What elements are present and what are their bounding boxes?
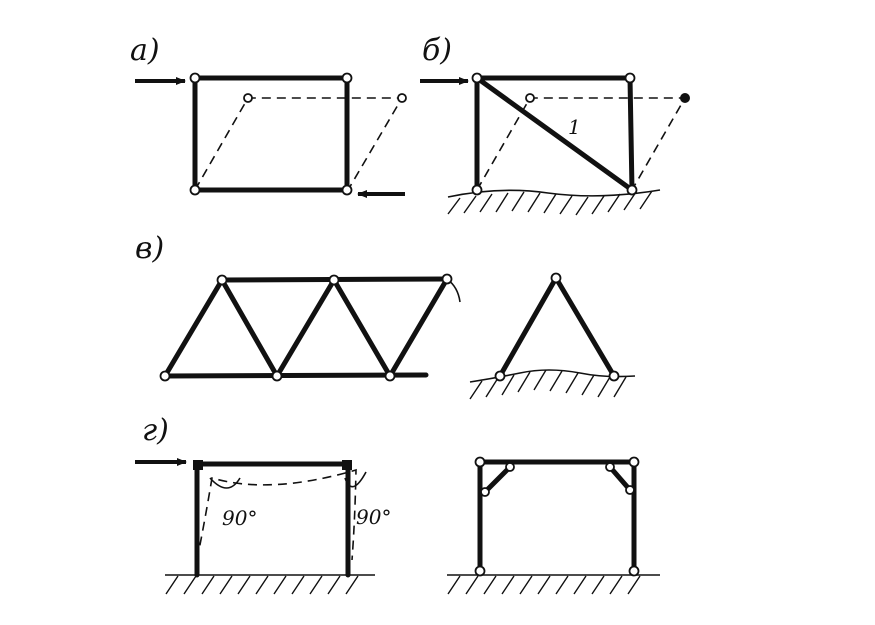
panel-a-label: а) xyxy=(130,33,160,68)
triangle-on-supports xyxy=(497,275,617,379)
angle-arc-right xyxy=(344,471,367,488)
panel-a: а) xyxy=(130,33,407,198)
hinge xyxy=(628,456,640,468)
angle-label-left: 90° xyxy=(222,506,257,530)
hinge xyxy=(628,565,640,577)
panel-b: б) 1 xyxy=(420,33,690,216)
hinge xyxy=(328,274,340,286)
hinge xyxy=(189,72,201,84)
hinge xyxy=(625,485,635,495)
panel-g-label: г) xyxy=(142,413,169,448)
brace-label: 1 xyxy=(568,115,581,139)
deformed-shape xyxy=(196,468,357,561)
hinge xyxy=(471,184,483,196)
hinge xyxy=(441,273,453,285)
hinge-filled xyxy=(680,93,690,103)
hinge xyxy=(494,370,506,382)
hinge xyxy=(243,93,253,103)
panel-v: в) xyxy=(135,231,636,400)
hinge xyxy=(525,93,535,103)
triangular-truss xyxy=(162,276,461,379)
hinge xyxy=(480,487,490,497)
hinge xyxy=(608,370,620,382)
hinge xyxy=(189,184,201,196)
right-post xyxy=(627,75,635,193)
hinge xyxy=(341,72,353,84)
hinged-frame xyxy=(192,75,350,193)
hinge xyxy=(624,72,636,84)
hinge xyxy=(384,370,396,382)
ground-hatching xyxy=(447,190,653,216)
hinge xyxy=(605,462,615,472)
ground-hatching xyxy=(447,575,641,595)
hinge xyxy=(626,184,638,196)
hinge xyxy=(271,370,283,382)
hinge xyxy=(550,272,562,284)
hinge xyxy=(505,462,515,472)
panel-g: г) 90° 90° xyxy=(135,413,660,595)
hinge xyxy=(474,456,486,468)
deformed-shape xyxy=(476,97,687,191)
deformed-shape xyxy=(194,97,404,191)
hinge xyxy=(397,93,407,103)
ground-hatching xyxy=(165,575,359,595)
hinge xyxy=(216,274,228,286)
hinge xyxy=(474,565,486,577)
braced-hinged-frame xyxy=(477,459,637,574)
diagonal-brace xyxy=(474,75,635,193)
angle-arc-left xyxy=(209,477,241,489)
hinge xyxy=(341,184,353,196)
panel-b-label: б) xyxy=(422,33,452,68)
hinge xyxy=(471,72,483,84)
ground-hatching xyxy=(469,369,627,400)
angle-label-right: 90° xyxy=(356,505,391,529)
panel-v-label: в) xyxy=(135,231,164,266)
hinge xyxy=(159,370,171,382)
